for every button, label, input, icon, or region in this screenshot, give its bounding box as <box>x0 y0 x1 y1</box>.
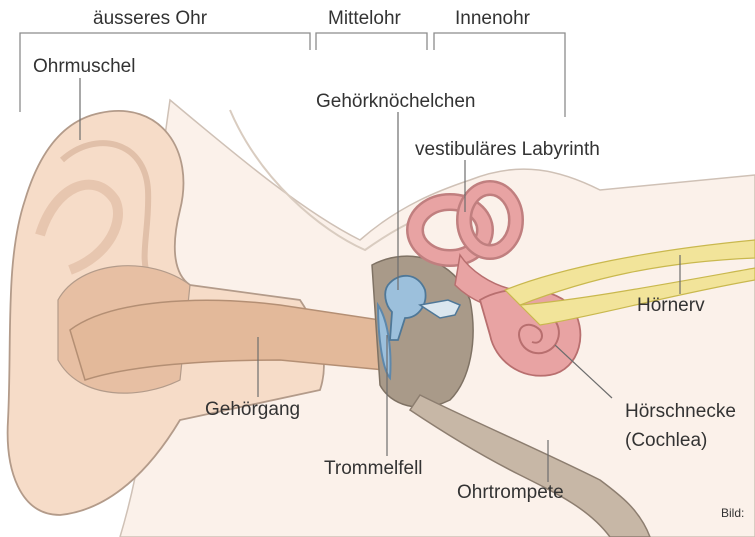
outer-ear-heading: äusseres Ohr <box>93 9 207 28</box>
middle-ear-heading: Mittelohr <box>328 9 401 28</box>
ossicles-label: Gehörknöchelchen <box>316 92 476 111</box>
cochlea-label: Hörschnecke <box>625 402 736 421</box>
vestibular-label: vestibuläres Labyrinth <box>415 140 600 159</box>
inner-ear-heading: Innenohr <box>455 9 530 28</box>
eustachian-label: Ohrtrompete <box>457 483 564 502</box>
middle-ear-bracket <box>316 33 427 50</box>
ear-canal-label: Gehörgang <box>205 400 300 419</box>
pinna-label: Ohrmuschel <box>33 57 135 76</box>
image-credit: Bild: <box>721 507 744 519</box>
eardrum-label: Trommelfell <box>324 459 423 478</box>
cochlea-label-latin: (Cochlea) <box>625 431 707 450</box>
auditory-nerve-label: Hörnerv <box>637 296 705 315</box>
